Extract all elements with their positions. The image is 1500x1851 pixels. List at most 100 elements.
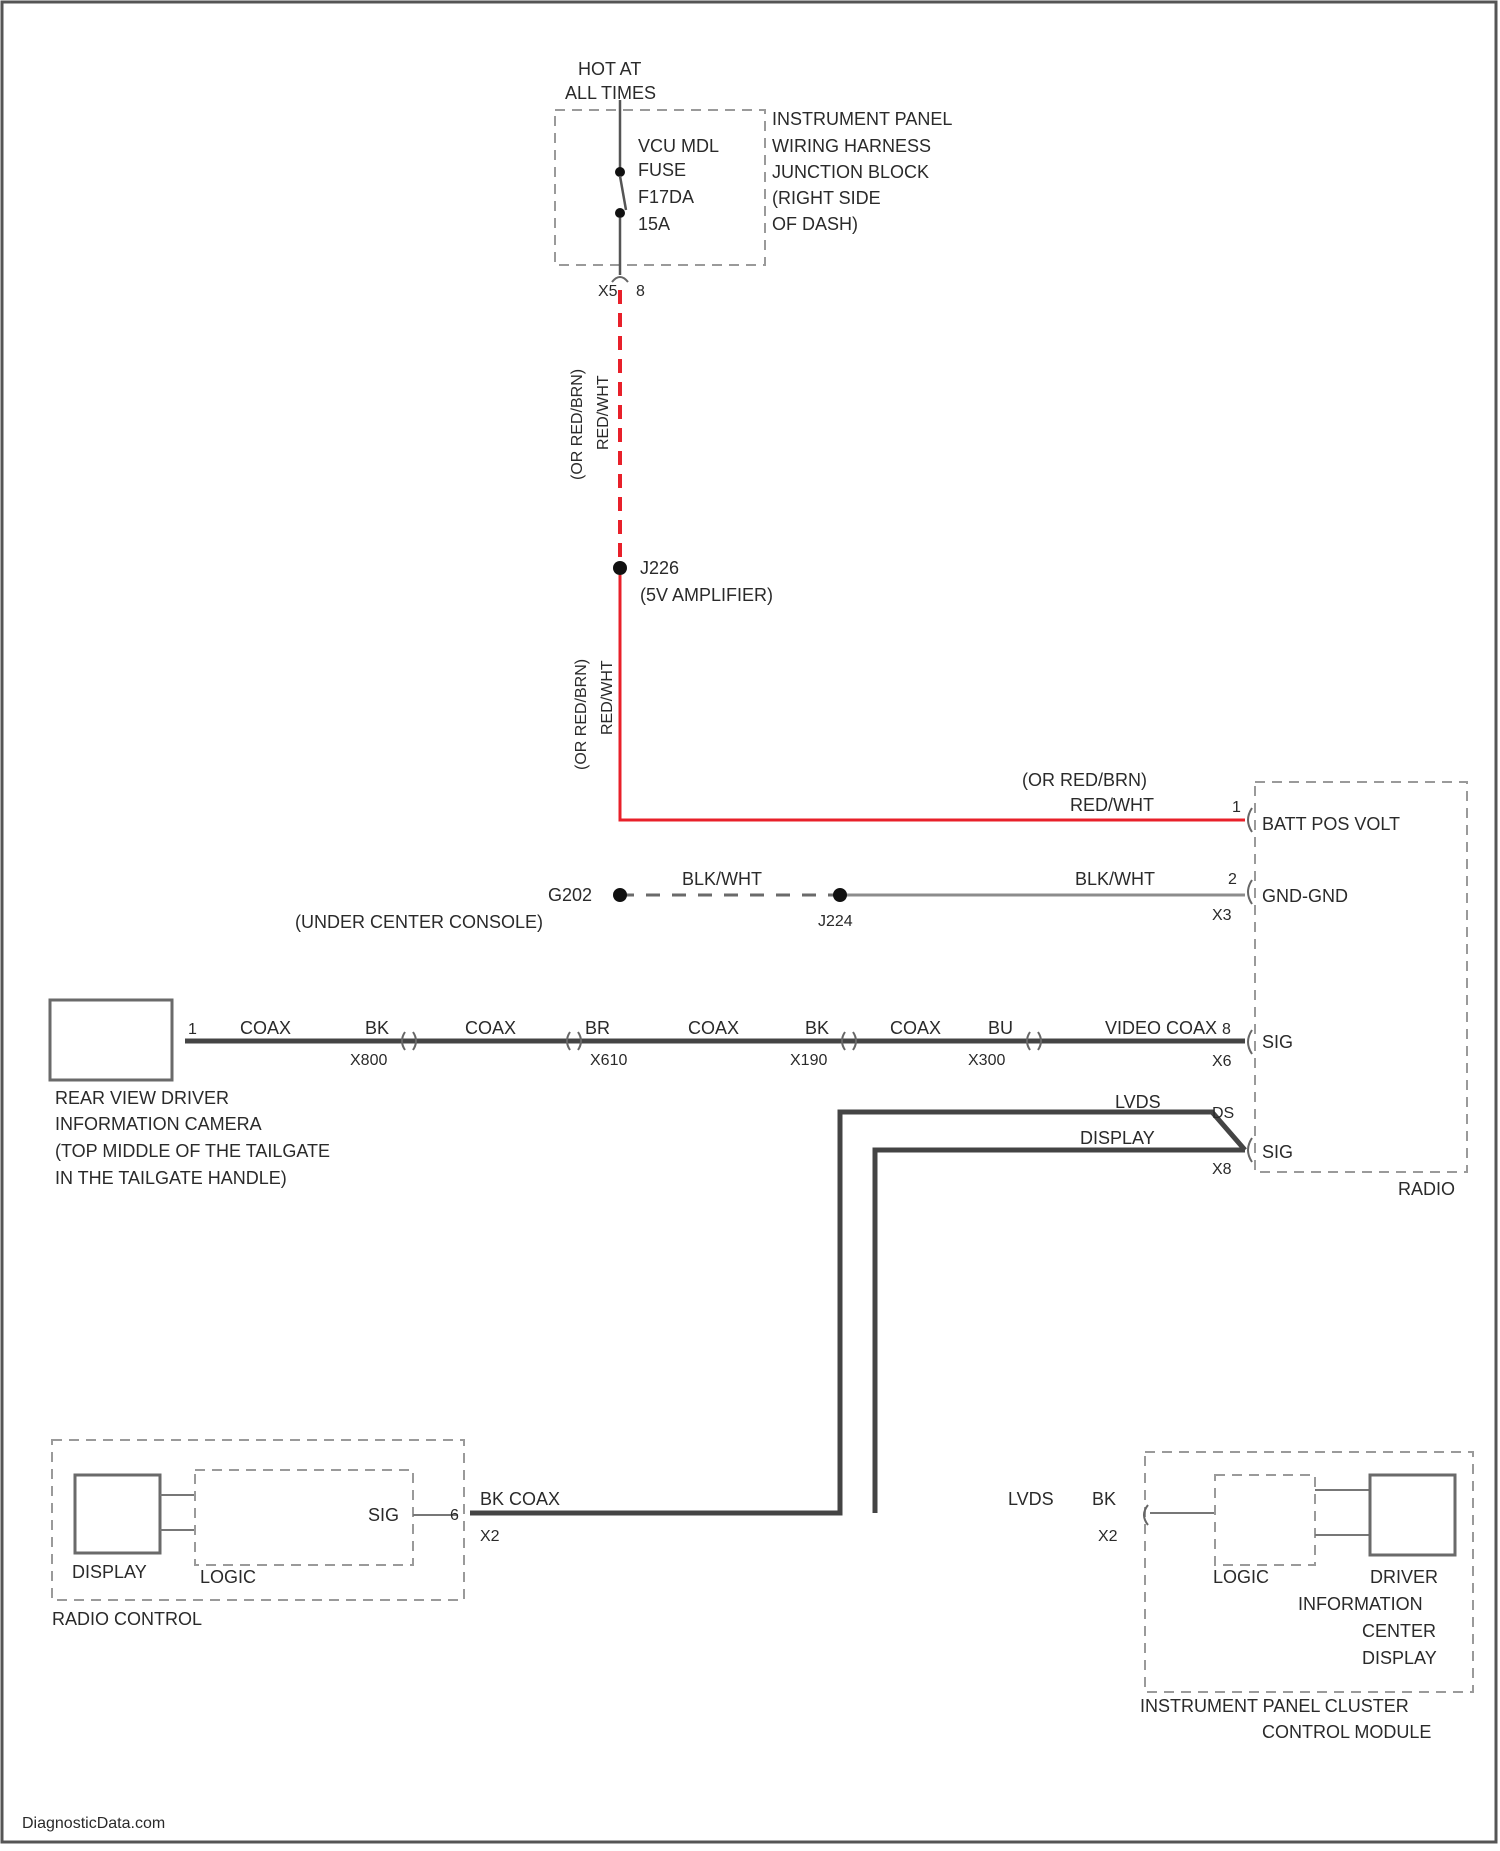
cluster-module: LVDS BK X2 LOGIC DRIVER INFORMATION CENT… (1008, 1452, 1473, 1742)
radio-control-display-box (75, 1475, 160, 1553)
radio-control-module: DISPLAY LOGIC SIG 6 X2 BK COAX RADIO CON… (52, 1440, 560, 1629)
coax-color-4: BU (988, 1018, 1013, 1038)
fuse-element (620, 176, 626, 210)
fuse-name-line2: FUSE (638, 160, 686, 180)
fuse-location-line5: OF DASH) (772, 214, 858, 234)
hot-at-all-times-line1: HOT AT (578, 59, 641, 79)
splice-j226-id: J226 (640, 558, 679, 578)
camera-desc-line3: (TOP MIDDLE OF THE TAILGATE (55, 1141, 330, 1161)
lvds-display-label: DISPLAY (1080, 1128, 1155, 1148)
ground-wire-label-right: BLK/WHT (1075, 869, 1155, 889)
radio-module: RADIO 1 BATT POS VOLT 2 GND-GND X3 SIG X… (1212, 782, 1467, 1199)
radio-gnd-connector (1248, 880, 1252, 904)
ground-wire-label-left: BLK/WHT (682, 869, 762, 889)
coax-color-1: BK (365, 1018, 389, 1038)
radio-disp-connector (1248, 1138, 1252, 1162)
radio-pin-disp-label: SIG (1262, 1142, 1293, 1162)
lower-wire-label-line2: RED/WHT (599, 660, 616, 735)
cluster-lvds-wire (875, 1150, 1245, 1513)
coax-segment-1: COAX (240, 1018, 291, 1038)
radio-pin-sig-label: SIG (1262, 1032, 1293, 1052)
radio-pin-gnd-label: GND-GND (1262, 886, 1348, 906)
radio-control-conn: X2 (480, 1528, 500, 1545)
ground-point-g202 (613, 888, 627, 902)
upper-wire-label-line1: (OR RED/BRN) (569, 369, 586, 480)
cluster-logic-box (1215, 1475, 1315, 1565)
fuse-location-line4: (RIGHT SIDE (772, 188, 881, 208)
coax-segment-2: COAX (465, 1018, 516, 1038)
radio-control-wire-label: BK COAX (480, 1489, 560, 1509)
camera-body (50, 1000, 172, 1080)
fuse-location-line3: JUNCTION BLOCK (772, 162, 929, 182)
coax-conn-4: X300 (968, 1052, 1005, 1069)
fuse-location-line2: WIRING HARNESS (772, 136, 931, 156)
cluster-title-line1: INSTRUMENT PANEL CLUSTER (1140, 1696, 1409, 1716)
ground-id: G202 (548, 885, 592, 905)
hot-at-all-times-line2: ALL TIMES (565, 83, 656, 103)
lvds-upper-label: LVDS (1115, 1092, 1161, 1112)
radio-title: RADIO (1398, 1179, 1455, 1199)
camera-desc-line2: INFORMATION CAMERA (55, 1114, 262, 1134)
fuse-name-line3: F17DA (638, 187, 694, 207)
cluster-lvds-label: LVDS (1008, 1489, 1054, 1509)
cluster-title-line2: CONTROL MODULE (1262, 1722, 1431, 1742)
coax-end-label: VIDEO COAX (1105, 1018, 1217, 1038)
upper-wire-label-line2: RED/WHT (595, 375, 612, 450)
radio-control-coax-wire (470, 1112, 1245, 1513)
coax-conn-2: X610 (590, 1052, 627, 1069)
cluster-logic-label: LOGIC (1213, 1567, 1269, 1587)
battery-wire-lower (620, 575, 1245, 820)
coax-segment-4: COAX (890, 1018, 941, 1038)
radio-sig-conn: X6 (1212, 1053, 1232, 1070)
fuse-terminal-bottom (615, 208, 625, 218)
fuse-rating: 15A (638, 214, 670, 234)
camera-desc-line1: REAR VIEW DRIVER (55, 1088, 229, 1108)
fuse-terminal-top (615, 167, 625, 177)
lvds-wires: LVDS DS DISPLAY (470, 1092, 1245, 1513)
cluster-display-line4: DISPLAY (1362, 1648, 1437, 1668)
splice-j224 (833, 888, 847, 902)
watermark: DiagnosticData.com (22, 1815, 165, 1832)
splice-j226 (613, 561, 627, 575)
splice-j224-id: J224 (818, 913, 853, 930)
fuse-block: HOT AT ALL TIMES VCU MDL FUSE F17DA 15A … (555, 59, 952, 300)
cluster-display-line3: CENTER (1362, 1621, 1436, 1641)
radio-pin-batt-number: 1 (1232, 799, 1241, 816)
radio-control-sig-label: SIG (368, 1505, 399, 1525)
ground-circuit: G202 (UNDER CENTER CONSOLE) BLK/WHT BLK/… (295, 869, 1245, 932)
batt-wire-label-line1: (OR RED/BRN) (1022, 770, 1147, 790)
coax-color-2: BR (585, 1018, 610, 1038)
coax-run: COAX COAX COAX COAX BK BR BK BU X800 X61… (185, 1018, 1245, 1069)
lvds-upper-marker: DS (1212, 1105, 1234, 1122)
radio-outline (1255, 782, 1467, 1172)
radio-gnd-conn: X3 (1212, 907, 1232, 924)
fuse-connector-pin: 8 (636, 283, 645, 300)
coax-conn-1: X800 (350, 1052, 387, 1069)
fuse-name-line1: VCU MDL (638, 136, 719, 156)
coax-color-3: BK (805, 1018, 829, 1038)
splice-j226-desc: (5V AMPLIFIER) (640, 585, 773, 605)
cluster-conn: X2 (1098, 1528, 1118, 1545)
cluster-display-line2: INFORMATION (1298, 1594, 1423, 1614)
ground-location: (UNDER CENTER CONSOLE) (295, 912, 543, 932)
radio-control-logic-label: LOGIC (200, 1567, 256, 1587)
camera-desc-line4: IN THE TAILGATE HANDLE) (55, 1168, 287, 1188)
radio-batt-connector (1248, 808, 1252, 832)
radio-pin-gnd-number: 2 (1228, 871, 1237, 888)
cluster-display-line1: DRIVER (1370, 1567, 1438, 1587)
radio-pin-batt-label: BATT POS VOLT (1262, 814, 1400, 834)
camera-pin: 1 (188, 1021, 197, 1038)
cluster-display-box (1370, 1475, 1455, 1555)
radio-sig-connector (1248, 1030, 1252, 1054)
radio-disp-conn: X8 (1212, 1161, 1232, 1178)
radio-control-title: RADIO CONTROL (52, 1609, 202, 1629)
radio-control-pin: 6 (450, 1507, 459, 1524)
batt-wire-label-line2: RED/WHT (1070, 795, 1154, 815)
lower-wire-label-line1: (OR RED/BRN) (573, 659, 590, 770)
fuse-connector-symbol (612, 277, 628, 282)
coax-end-marker: 8 (1222, 1021, 1231, 1038)
radio-control-display-label: DISPLAY (72, 1562, 147, 1582)
fuse-connector-id: X5 (598, 283, 618, 300)
